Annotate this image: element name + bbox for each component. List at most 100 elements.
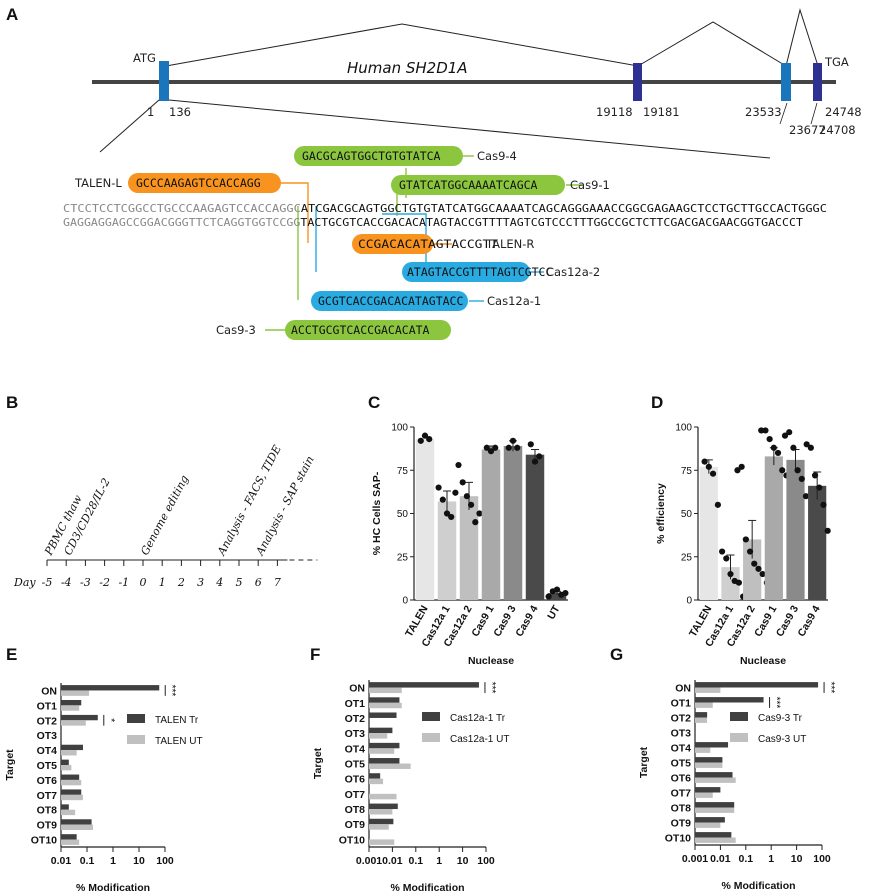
data-point [759, 570, 766, 578]
y-tick-label: 25 [681, 552, 693, 563]
category-label: ON [41, 685, 57, 697]
category-label: OT3 [671, 728, 692, 740]
timeline-day-label: Day [13, 576, 36, 589]
category-label: OT5 [37, 760, 58, 772]
category-label: OT7 [37, 790, 58, 802]
bar-tr [61, 804, 69, 810]
bar-tr [695, 757, 723, 763]
bar [459, 496, 479, 600]
y-axis-label: Target [4, 749, 16, 781]
bar [547, 593, 567, 600]
x-tick-label: 0.001 [682, 853, 708, 865]
bar [743, 539, 762, 600]
data-point [448, 513, 455, 521]
bar [525, 454, 545, 600]
exon-1 [159, 61, 169, 101]
bar-tr [61, 834, 77, 840]
data-point [505, 444, 512, 451]
bar-tr [695, 832, 732, 838]
bar-ut [369, 793, 397, 800]
category-label: OT2 [345, 713, 366, 725]
sequence-bottom-grey: GAGGAGGAGCCGGACGGGTTCTCAGGTGGTCCGG [63, 217, 300, 229]
connector-talen-l [281, 182, 309, 218]
panel-label-c: C [368, 393, 380, 412]
data-point [751, 560, 758, 567]
guide-seq: CCGACACATAGTACCGTT [358, 237, 498, 251]
y-tick-label: 0 [402, 596, 408, 607]
panel-label-e: E [6, 645, 17, 664]
bar-ut [61, 809, 76, 816]
bar-ut [61, 839, 80, 845]
bar [786, 459, 805, 600]
guide-cas9-4: GACGCAGTGGCTGTGTATCA Cas9-4 [294, 146, 517, 166]
data-point [746, 548, 754, 555]
data-point [802, 493, 810, 500]
bar-tr [695, 742, 729, 748]
x-tick-label: 10 [791, 853, 803, 865]
category-label: OT9 [345, 819, 366, 831]
bar-ut [695, 792, 713, 798]
x-axis-label: % Modification [76, 882, 150, 894]
data-point [417, 437, 424, 444]
panel-label-d: D [651, 393, 663, 412]
category-label: OT10 [339, 834, 365, 846]
bar-ut [369, 778, 384, 785]
bar-ut [61, 750, 77, 756]
x-tick-label: 1 [768, 853, 774, 865]
legend-swatch [422, 733, 440, 742]
exon-4 [813, 63, 822, 101]
x-tick-label: 100 [477, 855, 495, 867]
bar-tr [369, 773, 381, 779]
x-tick-label: 0.001 [356, 855, 382, 867]
data-point [811, 472, 819, 479]
bar-ut [61, 794, 83, 801]
x-tick-label: 10 [133, 855, 145, 867]
guide-name: Cas9-1 [570, 178, 610, 192]
category-label: OT1 [671, 698, 692, 710]
data-point [463, 493, 470, 500]
category-label: OT8 [37, 805, 58, 817]
bar-ut [369, 702, 402, 709]
data-point [421, 432, 429, 439]
timeline-day: -1 [118, 576, 129, 589]
data-point [727, 570, 734, 578]
x-axis-label: % Modification [390, 882, 464, 894]
bar-ut [369, 809, 393, 815]
bar-tr [61, 714, 98, 721]
category-label: OT10 [31, 835, 57, 847]
x-axis-label: Nuclease [740, 655, 786, 667]
bar-tr [61, 789, 82, 795]
category-label: ON [675, 683, 691, 695]
sequence-top-black: ATCGACGCAGTGGCTGTGTATCATGGCAAAATCAGCAGGG… [301, 203, 827, 215]
legend-label: Cas9-3 Tr [758, 713, 803, 724]
splice-arc-3 [785, 8, 819, 67]
data-point [774, 449, 782, 457]
legend-label: Cas12a-1 UT [450, 734, 509, 745]
category-label: OT2 [671, 713, 692, 725]
guide-name: TALEN-L [74, 176, 122, 190]
tick-24708 [810, 102, 818, 125]
bar-ut [695, 762, 723, 768]
panel-a: A Human SH2D1A ATG TGA 1 136 19118 19181… [6, 5, 862, 340]
guide-talen-r: CCGACACATAGTACCGTT TALEN-R [352, 234, 534, 254]
data-point [487, 448, 495, 455]
data-point [824, 527, 831, 534]
significance-label: *** [825, 682, 836, 694]
sequence-top-grey: CTCCTCCTCGGCCTGCCCAAGAGTCCACCAGGC [63, 203, 301, 215]
bar-tr [695, 817, 725, 823]
bar-tr [61, 699, 82, 706]
data-point [779, 467, 786, 474]
guide-seq: ATAGTACCGTTTTAGTCGTCC [407, 265, 552, 279]
data-point [701, 458, 708, 465]
x-axis-label: Nuclease [468, 655, 514, 667]
timeline-day: 0 [140, 576, 147, 589]
guide-name: Cas9-4 [477, 149, 517, 163]
bar-ut [369, 687, 402, 694]
data-point [426, 436, 433, 443]
bar-ut [695, 687, 721, 693]
guide-cas9-1: GTATCATGGCAAAATCAGCA Cas9-1 [391, 175, 610, 195]
